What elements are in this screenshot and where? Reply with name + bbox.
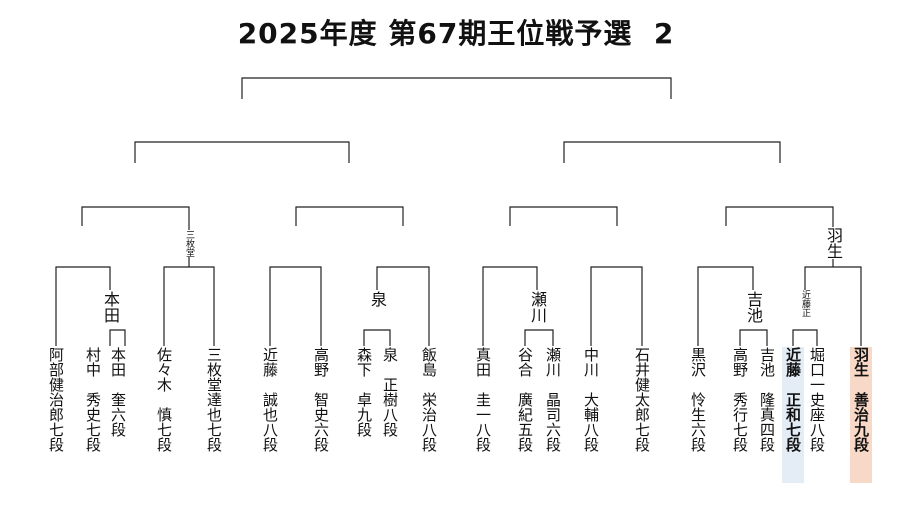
- bracket-line: [109, 329, 126, 346]
- player-name: 羽生 善治九段: [850, 347, 872, 483]
- bracket-line: [524, 329, 554, 346]
- advancer-r2-habu: 羽生: [823, 227, 843, 259]
- player-name: 中川 大輔八段: [582, 347, 600, 452]
- bracket-line: [241, 77, 672, 99]
- player-name: 高野 秀行七段: [731, 347, 749, 452]
- advancer-r2-sanmaido: 三枚堂: [183, 230, 194, 257]
- bracket-line: [563, 141, 781, 163]
- player-name: 堀口一史座八段: [808, 347, 826, 452]
- player-name: 泉 正樹八段: [381, 347, 399, 437]
- player-name: 真田 圭一八段: [474, 347, 492, 452]
- bracket-line: [725, 206, 834, 267]
- bracket-line: [295, 206, 404, 226]
- player-name: 谷合 廣紀五段: [516, 347, 534, 452]
- player-name: 石井健太郎七段: [633, 347, 651, 452]
- player-name: 飯島 栄治八段: [420, 347, 438, 452]
- advancer-r1-izumi: 泉: [367, 291, 387, 307]
- bracket-line: [697, 266, 754, 346]
- bracket-line: [482, 266, 538, 346]
- bracket-line: [590, 266, 643, 346]
- player-name: 阿部健治郎七段: [47, 347, 65, 452]
- player-name: 佐々木 慎七段: [155, 347, 173, 452]
- bracket-line: [134, 141, 350, 163]
- player-name: 近藤 正和七段: [782, 347, 804, 483]
- bracket-line: [163, 266, 215, 346]
- player-name: 吉池 隆真四段: [758, 347, 776, 452]
- player-name: 本田 奎六段: [109, 347, 127, 437]
- advancer-r1-honda: 本田: [100, 291, 120, 323]
- player-name: 瀬川 晶司六段: [544, 347, 562, 452]
- player-name: 黒沢 怜生六段: [689, 347, 707, 452]
- advancer-r1-kondo: 近藤正: [799, 290, 810, 317]
- bracket-line: [55, 266, 111, 346]
- bracket-title: 2025年度 第67期王位戦予選 2: [237, 17, 675, 50]
- player-name: 高野 智史六段: [312, 347, 330, 452]
- bracket-line: [509, 206, 618, 226]
- advancer-r1-segawa: 瀬川: [527, 291, 547, 323]
- bracket-line: [739, 329, 768, 346]
- player-name: 森下 卓九段: [355, 347, 373, 437]
- bracket-line: [363, 329, 391, 346]
- player-name: 村中 秀史七段: [84, 347, 102, 452]
- bracket-line: [792, 329, 818, 346]
- player-name: 近藤 誠也八段: [261, 347, 279, 452]
- bracket-line: [81, 206, 190, 267]
- advancer-r1-yoshiike: 吉池: [743, 291, 763, 323]
- bracket-line: [804, 266, 862, 346]
- player-name: 三枚堂達也七段: [205, 347, 223, 452]
- bracket-line: [376, 266, 430, 346]
- bracket-line: [269, 266, 322, 346]
